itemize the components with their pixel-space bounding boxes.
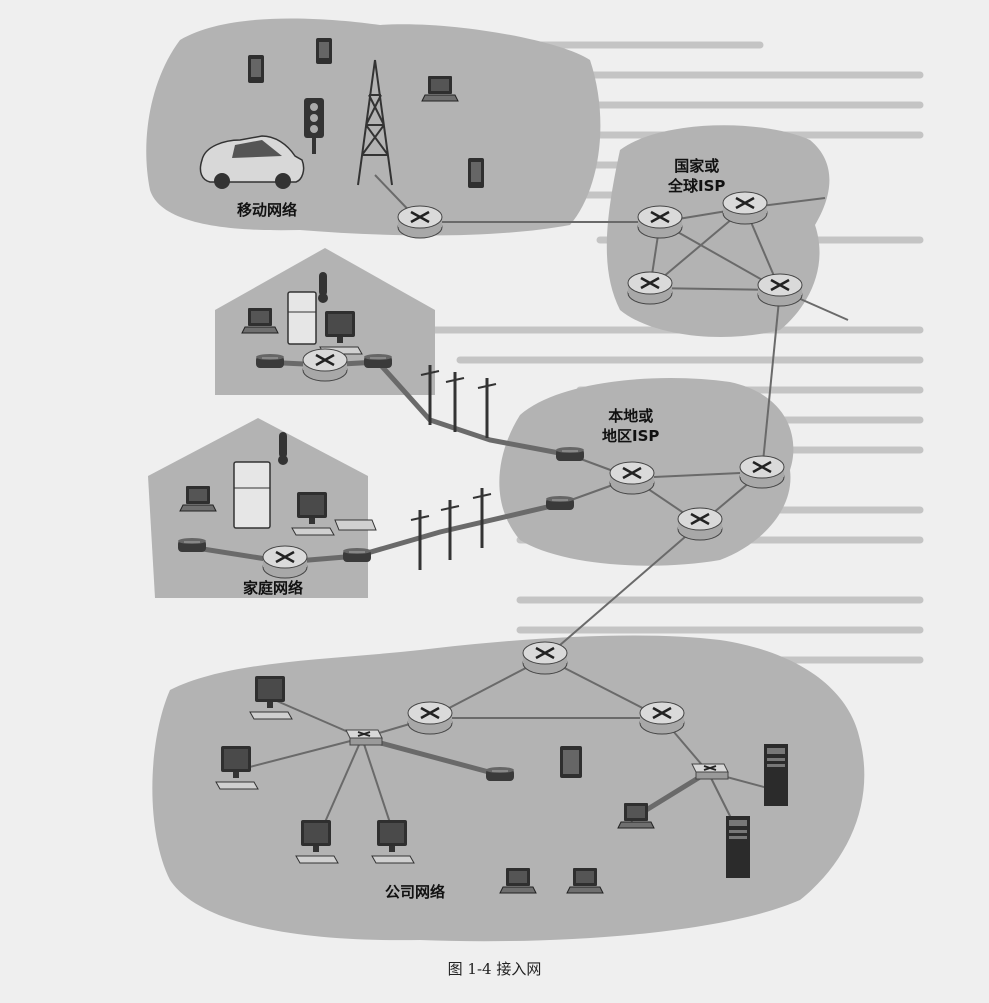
links (237, 174, 849, 839)
fridge-icon (287, 291, 317, 345)
router-icon (406, 700, 454, 736)
thermometer-icon (318, 272, 328, 303)
server-icon (764, 744, 788, 806)
router-icon (261, 544, 309, 580)
switch-icon (691, 763, 729, 780)
modem-icon (342, 547, 372, 563)
utility-pole-icon (444, 370, 466, 434)
router-icon (721, 190, 769, 226)
router-icon (636, 204, 684, 240)
modem-icon (255, 353, 285, 369)
phone-icon (316, 38, 332, 64)
enterprise-network-cloud (152, 635, 865, 942)
local-isp-label: 本地或 地区ISP (602, 407, 660, 445)
router-icon (756, 272, 804, 308)
mobile-network-cloud (146, 18, 601, 236)
modem-icon (485, 766, 515, 782)
router-icon (676, 506, 724, 542)
utility-pole-icon (476, 376, 498, 440)
router-icon (626, 270, 674, 306)
car-icon (199, 135, 305, 189)
switch-icon (345, 729, 383, 746)
router-icon (738, 454, 786, 490)
router-icon (521, 640, 569, 676)
figure-caption: 图 1-4 接入网 (447, 960, 542, 978)
home-network-label: 家庭网络 (243, 579, 304, 597)
modem-icon (545, 495, 575, 511)
router-icon (608, 460, 656, 496)
utility-pole-icon (471, 486, 493, 550)
modem-icon (555, 446, 585, 462)
traffic-light-icon (304, 98, 324, 154)
thermometer-icon (278, 432, 288, 465)
server-icon (726, 816, 750, 878)
modem-icon (363, 353, 393, 369)
modem-icon (177, 537, 207, 553)
global-isp-label: 国家或 全球ISP (668, 157, 726, 195)
router-icon (301, 347, 349, 383)
cell-tower-icon (357, 59, 393, 186)
tablet-icon (560, 746, 582, 778)
phone-icon (248, 55, 264, 83)
router-icon (396, 204, 444, 240)
fridge-icon (233, 461, 271, 529)
router-icon (638, 700, 686, 736)
phone-icon (468, 158, 484, 188)
keyboard-icon (334, 519, 377, 531)
mobile-network-label: 移动网络 (237, 201, 298, 219)
enterprise-network-label: 公司网络 (385, 883, 446, 901)
